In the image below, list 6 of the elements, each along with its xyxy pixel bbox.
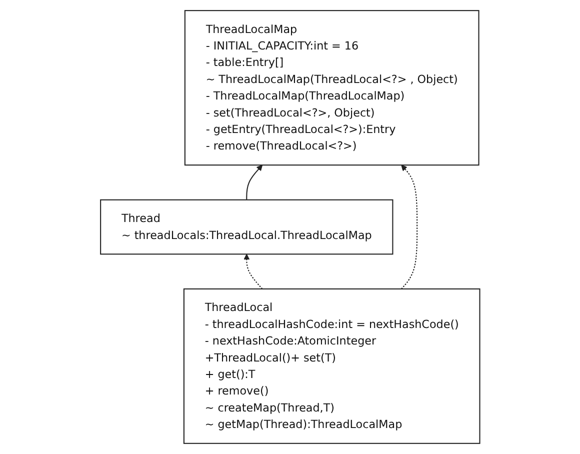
arrow [243, 254, 263, 290]
node-box: ThreadLocalMap - INITIAL_CAPACITY:int = 16 - table:Entry[] ~ ThreadLocalMap(ThreadLocal<?> , Object) - ThreadLocalMap(ThreadLocalMap) - set(ThreadLocal<?>, Object) - getEntry(ThreadLocal<?>):Entry - remove(ThreadLocal<?>) [184, 10, 480, 166]
node-box: ThreadLocal - threadLocalHashCode:int = nextHashCode() - nextHashCode:AtomicInteger +ThreadLocal()+ set(T) + get():T + remove() ~ createMap(Thread,T) ~ getMap(Thread):ThreadLocalMap [183, 288, 480, 444]
arrow [400, 164, 418, 290]
arrow [246, 164, 262, 200]
node-box: Thread ~ threadLocals:ThreadLocal.ThreadLocalMap [100, 199, 394, 255]
